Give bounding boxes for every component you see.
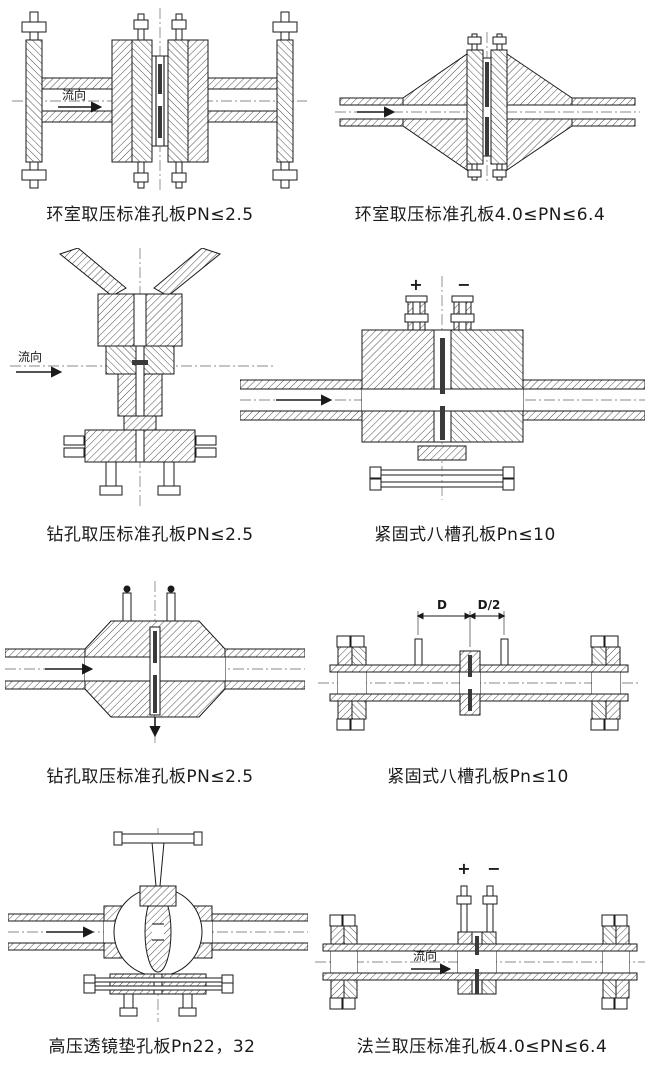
fig8-flow-label: 流向 xyxy=(413,948,437,963)
fig8-pressure-taps: + − xyxy=(456,859,501,933)
fig1-flow-annotation: 流向 xyxy=(58,87,103,113)
fig8-flow-annotation: 流向 xyxy=(411,948,452,975)
caption-3: 钻孔取压标准孔板PN≤2.5 xyxy=(46,525,254,545)
fig7-bottom-clamp xyxy=(83,973,234,1017)
fig6-dim-d-label: D xyxy=(437,598,447,612)
fig3-flow-label: 流向 xyxy=(18,349,42,364)
fig4-bottom-bolts xyxy=(369,445,515,491)
figure-5 xyxy=(5,575,305,747)
fig4-flange-body xyxy=(361,329,524,443)
fig7-handle xyxy=(113,831,203,907)
fig2-drawing xyxy=(335,32,640,182)
fig6-dimensions: D D/2 xyxy=(416,598,506,647)
caption-7: 高压透镜垫孔板Pn22，32 xyxy=(48,1037,256,1057)
fig6-dim-d2-label: D/2 xyxy=(478,598,501,612)
fig5-flow-annotation xyxy=(45,663,161,738)
figure-7 xyxy=(8,828,308,1024)
fig4-minus-sign: − xyxy=(457,275,470,294)
fig8-plus-sign: + xyxy=(457,859,470,878)
fig7-drawing xyxy=(8,828,308,1022)
fig4-pipe xyxy=(240,379,645,421)
caption-6: 紧固式八槽孔板Pn≤10 xyxy=(387,767,569,787)
fig8-minus-sign: − xyxy=(487,859,500,878)
fig8-pipe xyxy=(322,936,638,994)
fig3-body xyxy=(97,293,183,417)
caption-4: 紧固式八槽孔板Pn≤10 xyxy=(374,525,556,545)
fig1-flow-label: 流向 xyxy=(62,87,86,102)
fig5-pressure-taps xyxy=(122,585,176,622)
fig3-flow-annotation: 流向 xyxy=(16,349,63,378)
caption-1: 环室取压标准孔板PN≤2.5 xyxy=(46,205,254,225)
caption-5: 钻孔取压标准孔板PN≤2.5 xyxy=(46,767,254,787)
figure-2 xyxy=(335,28,640,186)
fig2-bolts xyxy=(467,33,507,181)
figure-1: 流向 xyxy=(12,6,307,194)
figure-3: 流向 xyxy=(10,248,275,510)
caption-8: 法兰取压标准孔板4.0≤PN≤6.4 xyxy=(356,1037,608,1057)
fig4-pressure-taps: + − xyxy=(404,275,475,331)
fig5-drawing xyxy=(5,581,305,743)
figure-6: D D/2 xyxy=(318,585,640,745)
fig3-inlet-pipes xyxy=(58,248,222,297)
fig6-pressure-taps xyxy=(414,638,509,666)
fig2-orifice-flanges xyxy=(466,49,508,165)
caption-2: 环室取压标准孔板4.0≤PN≤6.4 xyxy=(354,205,606,225)
fig7-lens-body xyxy=(113,887,203,977)
figure-4: + − xyxy=(240,268,645,506)
fig4-drawing: + − xyxy=(240,275,645,500)
fig4-plus-sign: + xyxy=(409,275,422,294)
fig1-orifice-assembly xyxy=(111,39,209,163)
fig1-bolts xyxy=(133,13,187,189)
fig6-orifice-carrier xyxy=(330,650,628,716)
figure-8: + − 流向 xyxy=(315,850,645,1022)
fig5-body xyxy=(84,620,226,718)
fig8-drawing: + − 流向 xyxy=(315,859,645,1010)
fig3-drawing: 流向 xyxy=(10,248,275,508)
fig3-bottom-flange xyxy=(63,415,217,496)
fig2-cone-body xyxy=(402,53,573,171)
fig5-pipe xyxy=(5,648,305,690)
fig1-end-flanges xyxy=(21,11,298,189)
fig1-drawing: 流向 xyxy=(12,8,307,192)
fig6-drawing: D D/2 xyxy=(318,598,640,731)
